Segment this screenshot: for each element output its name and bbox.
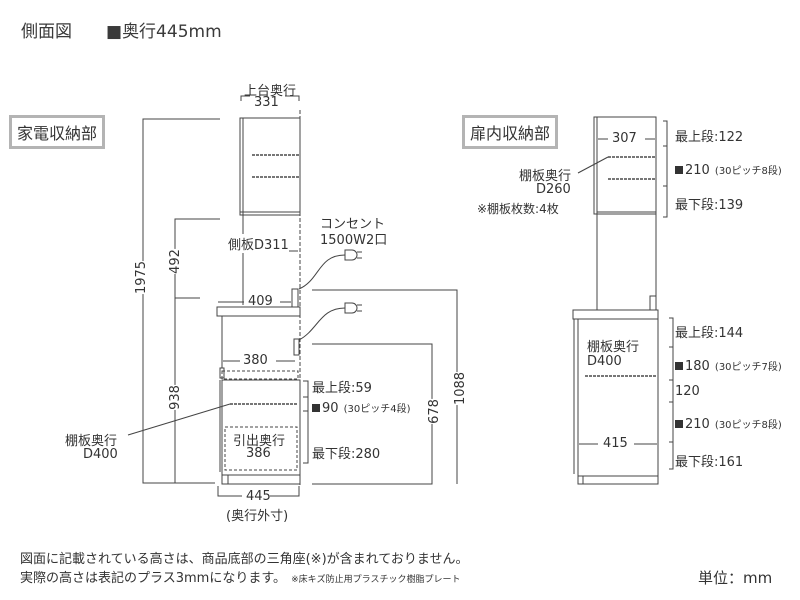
right-upper-depth-value: 307: [612, 131, 637, 146]
height-492: 492: [167, 249, 183, 274]
square-marker-icon: [675, 166, 683, 174]
plug-2: [344, 302, 362, 314]
outer-depth-note: (奥行外寸): [226, 509, 289, 524]
square-marker-icon: [675, 362, 683, 370]
opening-depth-value: 380: [243, 353, 268, 368]
view-title: 側面図: [21, 22, 72, 42]
top-depth-value: 331: [254, 95, 279, 110]
left-shelf-pitch: 90 (30ピッチ4段): [312, 397, 411, 416]
right-upper-shelf-count: ※棚板枚数:4枚: [477, 202, 559, 216]
right-lower-mid: 120: [675, 384, 700, 399]
right-upper-bottom: 最下段:139: [675, 198, 744, 213]
power-cord-2: [298, 307, 346, 341]
height-678: 678: [426, 399, 442, 424]
square-marker-icon: [675, 420, 683, 428]
height-1088: 1088: [453, 371, 469, 406]
right-lower-depth-value: 415: [603, 436, 628, 451]
outlet-label: コンセント: [320, 217, 386, 232]
right-counter-top: [572, 309, 659, 320]
square-marker-icon: ■: [106, 22, 123, 42]
dim-line-1975: [142, 118, 220, 484]
section-label-door: 扉内収納部: [462, 115, 559, 149]
right-upper-top: 最上段:122: [675, 130, 744, 145]
right-lower-pitch-1: 180 (30ピッチ7段): [675, 355, 782, 374]
drawer-depth-label: 引出奥行: [233, 434, 286, 449]
section-label-appliance: 家電収納部: [9, 115, 106, 149]
square-marker-icon: [312, 404, 320, 412]
right-lower-bottom: 最下段:161: [675, 455, 744, 470]
height-938: 938: [167, 385, 183, 410]
right-lower-top: 最上段:144: [675, 326, 744, 341]
left-shelf-top: 最上段:59: [312, 381, 372, 396]
left-shelf-bottom: 最下段:280: [312, 447, 381, 462]
depth-label: 奥行445mm: [122, 22, 222, 42]
right-upper-shelf-depth: D260: [536, 182, 571, 197]
footer-note-line-1: 図面に記載されている高さは、商品底部の三角座(※)が含まれておりません。: [20, 552, 469, 567]
right-lower-pitch-2: 210 (30ピッチ8段): [675, 413, 782, 432]
drawer-depth-value: 386: [246, 446, 271, 461]
right-lower-shelf-label: 棚板奥行: [587, 340, 640, 355]
outer-depth-value: 445: [246, 489, 271, 504]
top-depth-label: 上台奥行: [244, 84, 297, 99]
shelf-depth-label: 棚板奥行: [65, 434, 118, 449]
side-panel-label: 側板D311: [228, 234, 289, 253]
counter-top: [216, 306, 301, 317]
right-lower-shelf-depth: D400: [587, 354, 622, 369]
upper-cabinet: [239, 117, 301, 216]
footer-note-small: ※床キズ防止用プラスチック樹脂プレート: [291, 575, 461, 585]
right-upper-pitch: 210 (30ピッチ8段): [675, 159, 782, 178]
depth-heading: ■奥行445mm: [106, 17, 222, 42]
power-cord-1: [298, 254, 346, 290]
unit-label: 単位：mm: [698, 569, 773, 587]
counter-depth-value: 409: [248, 294, 273, 309]
footer-note-line-2: 実際の高さは表記のプラス3mmになります。 ※床キズ防止用プラスチック樹脂プレー…: [20, 571, 461, 586]
shelf-depth-value: D400: [83, 447, 118, 462]
dim-line-938: [174, 298, 200, 484]
height-1975: 1975: [134, 260, 150, 295]
right-upper-shelf-label: 棚板奥行: [519, 169, 572, 184]
outlet-capacity: 1500W2口: [320, 233, 388, 248]
right-upper-cabinet: [593, 116, 657, 215]
plug-1: [344, 249, 362, 261]
